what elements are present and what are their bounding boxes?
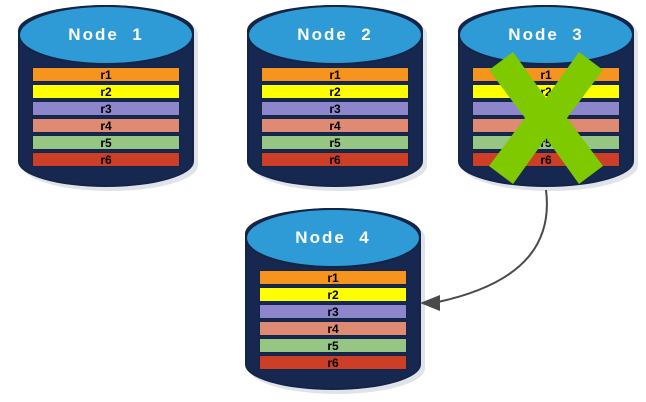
record-r5[interactable]: r5	[259, 338, 407, 353]
record-r1[interactable]: r1	[261, 67, 409, 82]
node-3-title: Node 3	[508, 25, 584, 44]
record-r5[interactable]: r5	[32, 135, 180, 150]
record-r2[interactable]: r2	[259, 287, 407, 302]
record-r2[interactable]: r2	[32, 84, 180, 99]
record-r6[interactable]: r6	[261, 152, 409, 167]
record-r3[interactable]: r3	[472, 101, 620, 116]
curved-arrow-icon	[420, 189, 548, 311]
record-r6[interactable]: r6	[32, 152, 180, 167]
record-r4[interactable]: r4	[32, 118, 180, 133]
record-r4[interactable]: r4	[261, 118, 409, 133]
node-1[interactable]: Node 1 r1 r2 r3 r4 r5 r6	[18, 5, 198, 191]
record-r1[interactable]: r1	[472, 67, 620, 82]
record-r5[interactable]: r5	[472, 135, 620, 150]
record-r4[interactable]: r4	[472, 118, 620, 133]
node-2-records: r1 r2 r3 r4 r5 r6	[247, 67, 423, 167]
record-r2[interactable]: r2	[261, 84, 409, 99]
record-r1[interactable]: r1	[259, 270, 407, 285]
record-r2[interactable]: r2	[472, 84, 620, 99]
node-3-records: r1 r2 r3 r4 r5 r6	[458, 67, 634, 167]
node-2-cylinder-top	[247, 5, 423, 65]
record-r3[interactable]: r3	[32, 101, 180, 116]
record-r6[interactable]: r6	[472, 152, 620, 167]
node-4[interactable]: Node 4 r1 r2 r3 r4 r5 r6	[245, 208, 425, 394]
node-2-title: Node 2	[297, 25, 373, 44]
node-1-title: Node 1	[68, 25, 144, 44]
node-4-title: Node 4	[295, 228, 371, 247]
record-r1[interactable]: r1	[32, 67, 180, 82]
record-r4[interactable]: r4	[259, 321, 407, 336]
node-1-cylinder-top	[18, 5, 194, 65]
record-r5[interactable]: r5	[261, 135, 409, 150]
record-r6[interactable]: r6	[259, 355, 407, 370]
node-2[interactable]: Node 2 r1 r2 r3 r4 r5 r6	[247, 5, 427, 191]
node-1-records: r1 r2 r3 r4 r5 r6	[18, 67, 194, 167]
record-r3[interactable]: r3	[259, 304, 407, 319]
node-4-cylinder-top	[245, 208, 421, 268]
record-r3[interactable]: r3	[261, 101, 409, 116]
node-4-records: r1 r2 r3 r4 r5 r6	[245, 270, 421, 370]
node-3[interactable]: Node 3 r1 r2 r3 r4 r5 r6	[458, 5, 638, 191]
